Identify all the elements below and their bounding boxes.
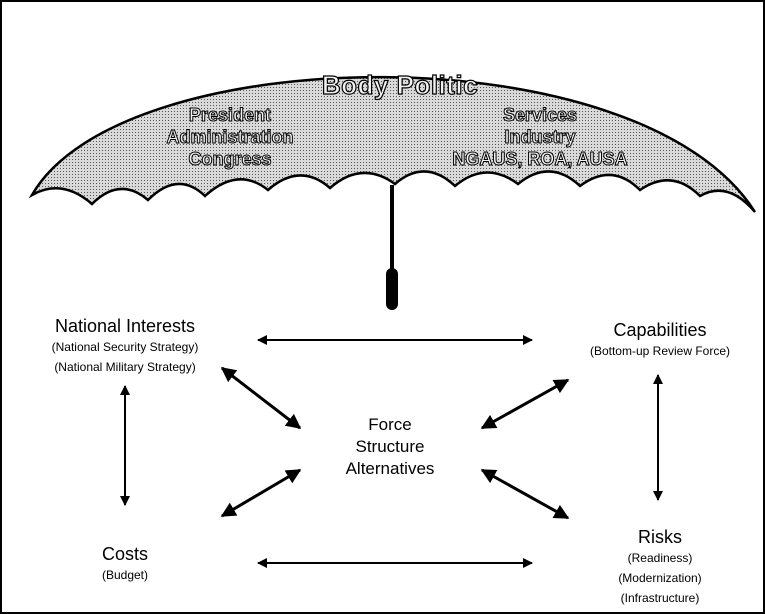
arrow-center-risks (480, 468, 570, 520)
node-costs: Costs (Budget) (70, 544, 180, 585)
arrow-interests-center (220, 366, 302, 430)
arrow-capabilities-center (480, 378, 570, 430)
risks-title: Risks (638, 527, 682, 547)
arrow-center-costs (220, 468, 302, 518)
risks-line: (Modernization) (618, 571, 702, 585)
risks-line: (Readiness) (627, 551, 693, 565)
umbrella-right-line: NGAUS, ROA, AUSA (452, 149, 628, 170)
national-interests-line: (National Military Strategy) (54, 360, 196, 374)
capabilities-title: Capabilities (613, 320, 707, 340)
umbrella-title: Body Politic (321, 69, 479, 100)
node-force-structure: Force Structure Alternatives (330, 414, 450, 480)
umbrella-right-line: Industry (504, 127, 576, 148)
umbrella-canopy (28, 75, 757, 213)
center-line: Structure (355, 437, 425, 456)
center-line: Force (368, 415, 412, 434)
risks-line: (Infrastructure) (620, 591, 700, 605)
costs-title: Costs (101, 544, 148, 564)
capabilities-line: (Bottom-up Review Force) (589, 344, 731, 358)
node-risks: Risks (Readiness) (Modernization) (Infra… (585, 527, 735, 608)
umbrella-right-group: Services Industry NGAUS, ROA, AUSA (440, 104, 640, 170)
node-national-interests: National Interests (National Security St… (10, 316, 240, 377)
node-capabilities: Capabilities (Bottom-up Review Force) (560, 320, 760, 361)
umbrella-left-group: President Administration Congress (150, 104, 310, 170)
national-interests-title: National Interests (54, 316, 196, 336)
center-line: Alternatives (345, 459, 435, 478)
umbrella-left-line: Congress (188, 149, 272, 170)
umbrella-left-line: President (188, 105, 272, 126)
costs-line: (Budget) (101, 568, 149, 582)
umbrella-handle (386, 268, 398, 310)
umbrella-right-line: Services (502, 105, 578, 126)
national-interests-line: (National Security Strategy) (51, 340, 199, 354)
umbrella-left-line: Administration (166, 127, 294, 148)
